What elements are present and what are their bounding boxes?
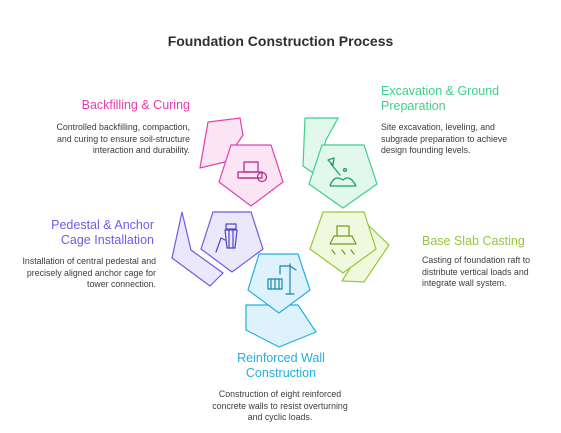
step-reinforced-wall-description: Construction of eight reinforced concret… [212,389,348,423]
crane-wall-icon [267,263,297,295]
step-backfilling-heading: Backfilling & Curing [81,98,190,112]
step-base-slab-heading: Base Slab Casting [422,234,525,248]
step-pedestal-anchor-shape [171,211,264,287]
step-pedestal-anchor-heading: Pedestal & Anchor Cage Installation [51,218,154,247]
step-base-slab-shape [309,211,390,283]
anchor-cage-icon [215,223,238,253]
step-pedestal-anchor-description: Installation of central pedestal and pre… [22,256,156,290]
step-base-slab-description: Casting of foundation raft to distribute… [422,255,531,289]
step-excavation-description: Site excavation, leveling, and subgrade … [381,122,508,156]
step-backfilling-shape [199,117,284,207]
shovel-soil-icon [327,157,357,187]
step-reinforced-wall-heading: Reinforced Wall Construction [237,351,325,380]
step-excavation-shape [302,117,378,209]
step-reinforced-wall-shape [245,253,317,348]
step-backfilling-description: Controlled backfilling, compaction, and … [56,122,191,156]
step-excavation-heading: Excavation & Ground Preparation [381,84,500,113]
concrete-slab-icon [329,225,357,255]
page-title: Foundation Construction Process [167,33,394,49]
road-roller-icon [237,161,268,183]
